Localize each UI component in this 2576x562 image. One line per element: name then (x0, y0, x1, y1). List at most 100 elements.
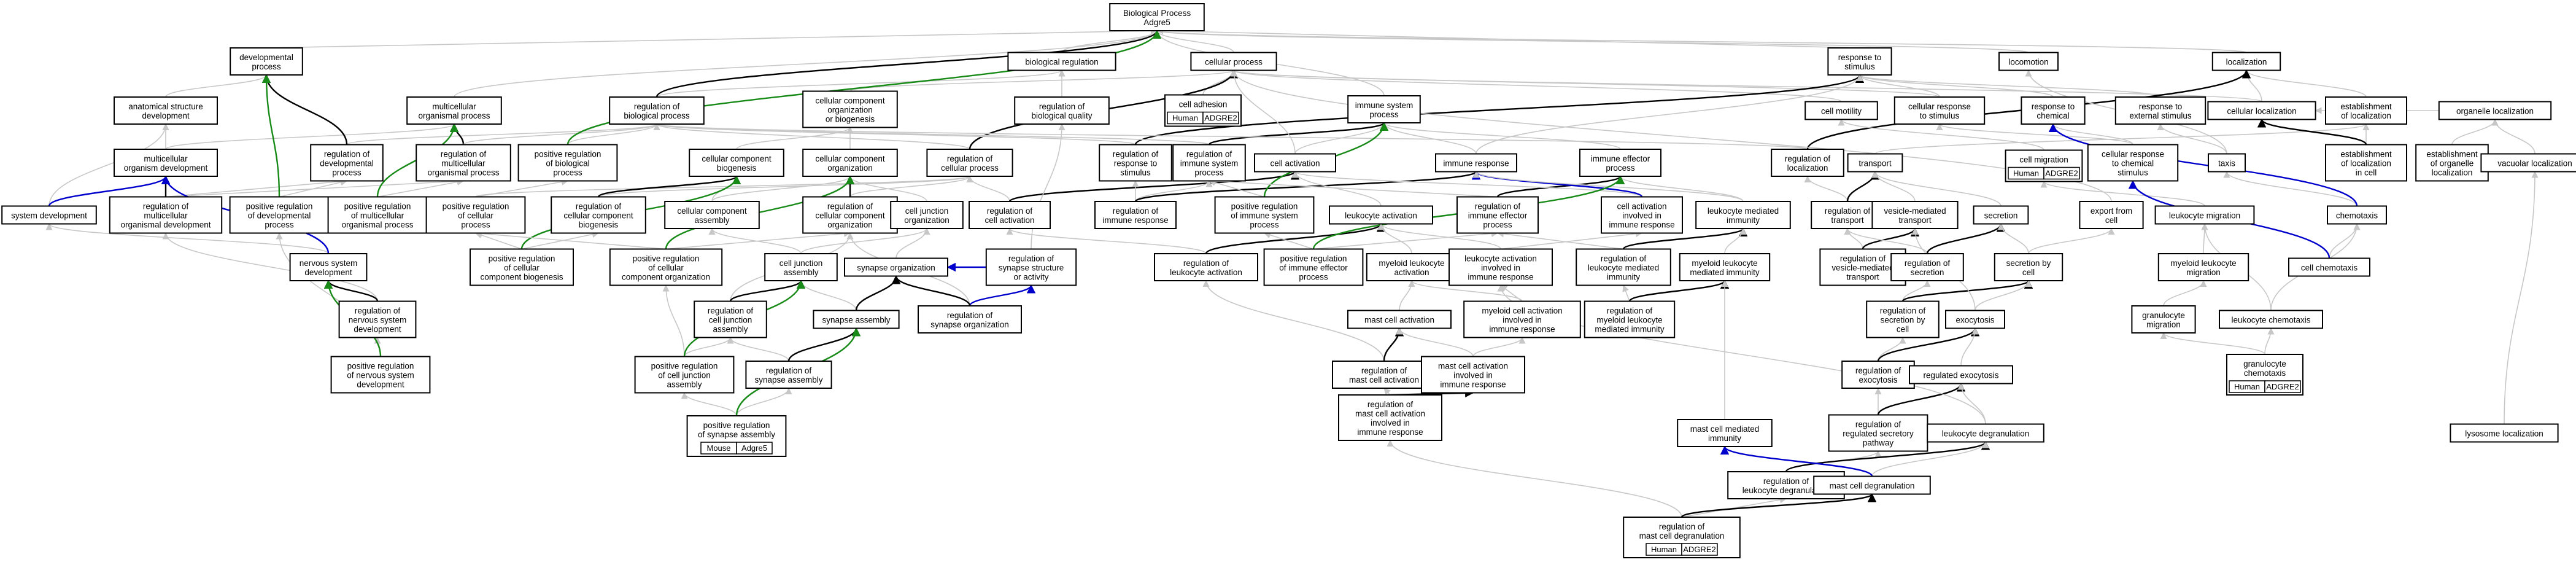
term-node-leumig[interactable]: leukocyte migration (2154, 205, 2255, 225)
term-node-immresp[interactable]: immune response (1435, 153, 1517, 173)
term-node-lysloc[interactable]: lysosome localization (2450, 423, 2559, 443)
term-node-synasm[interactable]: synapse assembly (813, 310, 900, 329)
term-node-local[interactable]: localization (2211, 52, 2281, 71)
term-node-taxis[interactable]: taxis (2208, 153, 2246, 173)
term-node-leuchem[interactable]: leukocyte chemotaxis (2219, 310, 2323, 329)
term-node-vacloc[interactable]: vacuolar localization (2480, 153, 2576, 173)
term-node-cellp[interactable]: cellular process (1190, 52, 1277, 71)
term-node-biorg[interactable]: biological regulation (1007, 52, 1116, 71)
term-node-leuact[interactable]: leukocyte activation (1329, 205, 1433, 225)
term-node-loco[interactable]: locomotion (1998, 52, 2059, 71)
term-node-cellchem[interactable]: cell chemotaxis (2288, 257, 2370, 277)
term-node-secretion[interactable]: secretion (1973, 205, 2029, 225)
term-node-orgloc[interactable]: organelle localization (2438, 101, 2552, 120)
term-node-synorg[interactable]: synapse organization (844, 257, 948, 277)
term-node-mastact[interactable]: mast cell activation (1347, 310, 1452, 329)
term-node-transport[interactable]: transport (1847, 153, 1903, 173)
term-node-regulexo[interactable]: regulated exocytosis (1909, 365, 2013, 384)
term-node-exocytosis[interactable]: exocytosis (1945, 310, 2005, 329)
term-node-celloc[interactable]: cellular localization (2207, 101, 2316, 120)
term-node-cellact[interactable]: cell activation (1254, 153, 1336, 173)
term-node-cellmot[interactable]: cell motility (1804, 101, 1878, 120)
term-node-sysdev[interactable]: system development (1, 205, 97, 225)
term-node-chemotaxis[interactable]: chemotaxis (2327, 205, 2387, 225)
